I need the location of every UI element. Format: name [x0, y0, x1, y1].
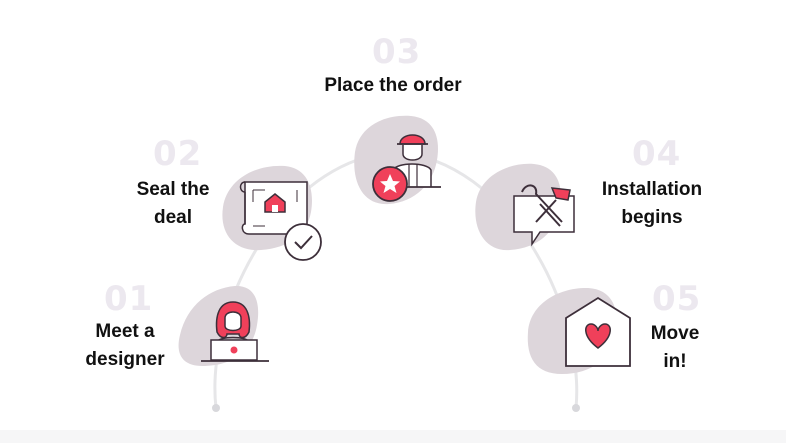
step-03-icon [345, 112, 445, 212]
step-04-number: 04 [632, 134, 682, 174]
step-01-label-line2: designer [85, 349, 165, 370]
designer-laptop-icon [178, 285, 269, 367]
step-02-icon [215, 162, 340, 272]
step-01-label: Meet a designer [84, 318, 166, 374]
step-02-label: Seal the deal [130, 176, 216, 232]
step-03-number: 03 [372, 32, 422, 72]
step-05-label: Move in! [644, 320, 706, 376]
arc-start-dot [212, 404, 220, 412]
step-02-label-line2: deal [153, 207, 193, 228]
step-01-number: 01 [104, 279, 154, 319]
tools-chat-icon [475, 163, 575, 251]
step-04-label: Installation begins [596, 176, 708, 232]
blueprint-check-icon [222, 165, 322, 261]
step-01-icon [165, 280, 285, 380]
step-02-label-line1: Seal the [136, 179, 210, 200]
step-02-number: 02 [153, 134, 203, 174]
step-04-label-line1: Installation [601, 179, 703, 200]
step-05-number: 05 [652, 279, 702, 319]
house-heart-icon [527, 288, 631, 374]
worker-badge-icon [354, 115, 441, 205]
step-05-icon [520, 282, 640, 382]
step-03-label: Place the order [318, 72, 468, 100]
step-05-label-line2: in! [663, 351, 687, 372]
step-05-label-line1: Move [650, 323, 700, 344]
step-03-label-line1: Place the order [324, 75, 462, 96]
bottom-band [0, 430, 786, 443]
step-01-label-line1: Meet a [95, 321, 155, 342]
arc-end-dot [572, 404, 580, 412]
step-04-icon [470, 160, 580, 260]
step-04-label-line2: begins [621, 207, 683, 228]
